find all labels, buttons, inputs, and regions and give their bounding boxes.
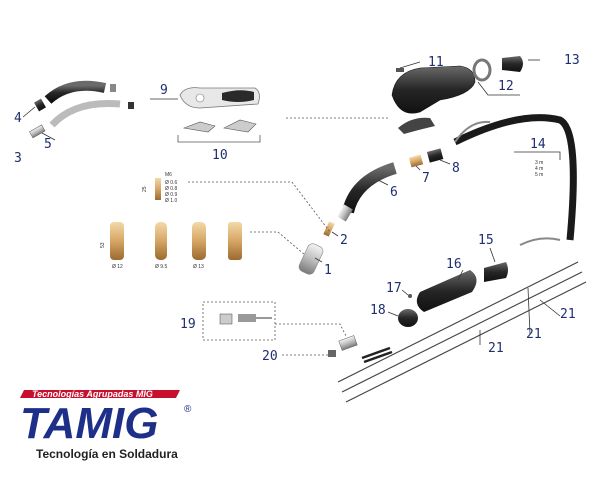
callout-1: 1	[324, 263, 332, 278]
cap-13	[502, 56, 523, 72]
tip-detail: M6 Ø 0.6 Ø 0.8 Ø 0.9 Ø 1.0 25	[142, 172, 177, 204]
callout-10: 10	[212, 148, 228, 163]
neck-tube	[49, 99, 121, 128]
callout-21-b: 21	[526, 327, 542, 342]
cable-length-4m: 4 m	[535, 166, 543, 172]
connector-20	[338, 335, 358, 351]
nozzle-1	[298, 243, 324, 275]
swan-neck-group	[29, 80, 134, 139]
screw-17	[408, 294, 412, 298]
callout-19: 19	[180, 317, 196, 332]
svg-text:M6: M6	[165, 172, 172, 178]
callout-9: 9	[160, 83, 168, 98]
torch-neck-6	[342, 162, 397, 214]
callout-17: 17	[386, 281, 402, 296]
callout-3: 3	[14, 151, 22, 166]
tamig-logo: Tecnologías Agrupadas MIG TAMIG ® Tecnol…	[20, 389, 192, 461]
callout-13: 13	[564, 53, 580, 68]
callout-leaders	[22, 59, 561, 345]
callout-20: 20	[262, 349, 278, 364]
nozzle-variants: 53 Ø 12 Ø 9.5 Ø 13	[100, 222, 242, 270]
callout-21-a: 21	[488, 341, 504, 356]
callout-5: 5	[44, 137, 52, 152]
spring-part	[29, 124, 46, 139]
strain-relief-15	[484, 262, 508, 282]
logo-registered: ®	[184, 404, 192, 415]
callout-4: 4	[14, 111, 22, 126]
leader-lines	[188, 117, 390, 356]
callout-numbers: 4 3 5 9 10 11 12 13 14 6 7 8 2 1 15 16 1…	[14, 53, 580, 364]
svg-text:Ø 0.8: Ø 0.8	[165, 186, 177, 192]
neck-insulator	[44, 80, 107, 104]
callout-18: 18	[370, 303, 386, 318]
svg-text:Ø 1.0: Ø 1.0	[165, 198, 177, 204]
grip-16	[416, 270, 477, 312]
liners-21	[337, 261, 587, 403]
callout-21-c: 21	[560, 307, 576, 322]
triggers-10	[177, 119, 261, 143]
neck-end	[128, 102, 134, 109]
logo-band-text: Tecnologías Agrupadas MIG	[32, 389, 153, 399]
callout-8: 8	[452, 161, 460, 176]
handle-9	[179, 87, 260, 109]
svg-text:53: 53	[100, 242, 106, 248]
logo-band-red	[20, 390, 180, 398]
cable-14	[453, 114, 577, 241]
logo-tagline: Tecnología en Soldadura	[36, 447, 178, 461]
svg-text:Ø 9.5: Ø 9.5	[155, 264, 167, 270]
svg-text:Ø 0.9: Ø 0.9	[165, 192, 177, 198]
logo-name: TAMIG	[20, 399, 159, 448]
callout-7: 7	[422, 171, 430, 186]
cable-length-5m: 5 m	[535, 172, 543, 178]
neck-ring	[34, 98, 46, 112]
connector-nut-18	[398, 309, 418, 327]
tip-2	[323, 221, 335, 237]
svg-text:Ø 13: Ø 13	[193, 264, 204, 270]
callout-15: 15	[478, 233, 494, 248]
ring-12	[472, 58, 492, 82]
callout-14: 14	[530, 137, 546, 152]
nut-7	[408, 154, 424, 168]
callout-12: 12	[498, 79, 514, 94]
cable-length-3m: 3 m	[535, 160, 543, 166]
callout-16: 16	[446, 257, 462, 272]
svg-text:Ø 0.6: Ø 0.6	[165, 180, 177, 186]
nut-8	[426, 148, 444, 163]
rear-handle-11	[391, 65, 476, 134]
svg-text:25: 25	[142, 186, 148, 192]
callout-11: 11	[428, 55, 444, 70]
pin-20	[328, 350, 336, 357]
callout-2: 2	[340, 233, 348, 248]
svg-text:Ø 12: Ø 12	[112, 264, 123, 270]
neck-nut	[110, 84, 116, 92]
screw-11	[396, 68, 404, 72]
callout-6: 6	[390, 185, 398, 200]
tip-6	[337, 204, 353, 222]
detail-box-19	[202, 301, 276, 341]
